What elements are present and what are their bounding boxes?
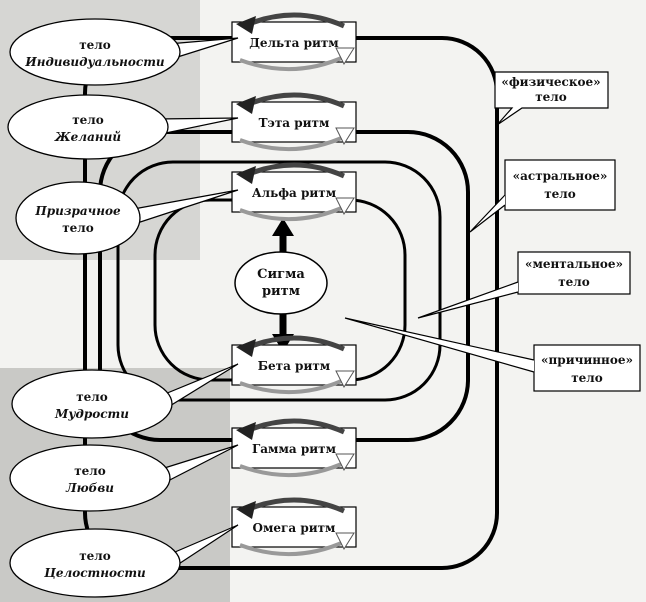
left-body-ellipse bbox=[15, 181, 141, 255]
left-body-line1: тело bbox=[76, 390, 108, 404]
cycle-arrowhead-icon bbox=[236, 166, 256, 184]
rhythm-box: Гамма ритм bbox=[231, 418, 357, 478]
left-body-ellipse bbox=[9, 18, 181, 86]
cycle-arrowhead-icon bbox=[236, 422, 256, 440]
rhythm-label: Бета ритм bbox=[258, 359, 331, 373]
callout-physical-line1: «физическое» bbox=[501, 75, 600, 89]
sigma-ellipse bbox=[234, 251, 328, 315]
callout-mental-line1: «ментальное» bbox=[525, 257, 623, 271]
rhythm-box: Альфа ритм bbox=[231, 162, 357, 222]
left-body-line1: Призрачное bbox=[34, 204, 121, 218]
rhythm-label: Дельта ритм bbox=[249, 36, 339, 50]
rhythm-box-rect bbox=[231, 21, 357, 63]
rhythm-box: Тэта ритм bbox=[231, 92, 357, 152]
rhythm-label: Гамма ритм bbox=[252, 442, 337, 456]
left-body-line2: тело bbox=[62, 221, 94, 235]
cycle-arrow-bottom-icon bbox=[239, 54, 347, 72]
cycle-arrowhead-icon bbox=[236, 501, 256, 519]
callout-mental-line2: тело bbox=[558, 275, 590, 289]
cycle-arrowhead-icon bbox=[335, 47, 355, 66]
left-body-line2: Желаний bbox=[54, 130, 121, 144]
cycle-arrow-bottom-icon bbox=[239, 539, 347, 557]
callout-mental-pointer bbox=[417, 281, 519, 319]
left-body-ellipse bbox=[7, 94, 169, 160]
mental-body-frame bbox=[116, 160, 442, 402]
cycle-arrowhead-icon bbox=[335, 532, 355, 551]
left-bodies: телоИндивидуальностителоЖеланийПризрачно… bbox=[7, 18, 239, 598]
left-body-line2: Целостности bbox=[43, 566, 146, 580]
rhythm-label: Омега ритм bbox=[253, 521, 337, 535]
rhythm-label: Тэта ритм bbox=[259, 116, 330, 130]
rhythm-box: Дельта ритм bbox=[231, 12, 357, 72]
callout-astral-pointer bbox=[469, 194, 506, 233]
cycle-arrowhead-icon bbox=[236, 339, 256, 357]
left-body-ellipse bbox=[9, 528, 181, 598]
sigma-label-line1: Сигма bbox=[257, 267, 305, 282]
cycle-arrow-bottom-icon bbox=[239, 377, 347, 395]
rhythm-label: Альфа ритм bbox=[252, 186, 337, 200]
callout-causal-pointer bbox=[344, 317, 535, 373]
cycle-arrowhead-icon bbox=[335, 453, 355, 472]
left-body-line2: Любви bbox=[65, 481, 114, 495]
left-body-line2: Мудрости bbox=[54, 407, 129, 421]
callout-physical-shape bbox=[494, 71, 609, 126]
callout-astral-line1: «астральное» bbox=[513, 169, 608, 183]
sigma-label-line2: ритм bbox=[262, 284, 300, 299]
rhythm-box: Бета ритм bbox=[231, 335, 357, 395]
rhythm-box: Омега ритм bbox=[231, 497, 357, 557]
callout-mental-box bbox=[517, 251, 631, 295]
cycle-arrow-bottom-icon bbox=[239, 204, 347, 222]
callout-physical-line2: тело bbox=[535, 90, 567, 104]
left-body-line1: тело bbox=[72, 113, 104, 127]
cycle-arrowhead-icon bbox=[335, 127, 355, 146]
callout-astral-box bbox=[504, 159, 616, 211]
left-body-line2: Индивидуальности bbox=[24, 55, 165, 69]
callout-causal-line2: тело bbox=[571, 371, 603, 385]
left-body-ellipse bbox=[11, 369, 173, 439]
cycle-arrow-bottom-icon bbox=[239, 134, 347, 152]
left-body-ellipse bbox=[9, 444, 171, 512]
left-body-line1: тело bbox=[79, 38, 111, 52]
cycle-arrowhead-icon bbox=[236, 96, 256, 114]
left-body-line1: тело bbox=[79, 549, 111, 563]
arrow-head-up bbox=[272, 218, 294, 236]
cycle-arrowhead-icon bbox=[335, 370, 355, 389]
left-body-callout: Призрачное тело bbox=[15, 181, 239, 255]
left-body-line1: тело bbox=[74, 464, 106, 478]
callout-astral-line2: тело bbox=[544, 187, 576, 201]
callout-causal-line1: «причинное» bbox=[541, 353, 633, 367]
cycle-arrowhead-icon bbox=[236, 16, 256, 34]
cycle-arrowhead-icon bbox=[335, 197, 355, 216]
cycle-arrow-bottom-icon bbox=[239, 460, 347, 478]
